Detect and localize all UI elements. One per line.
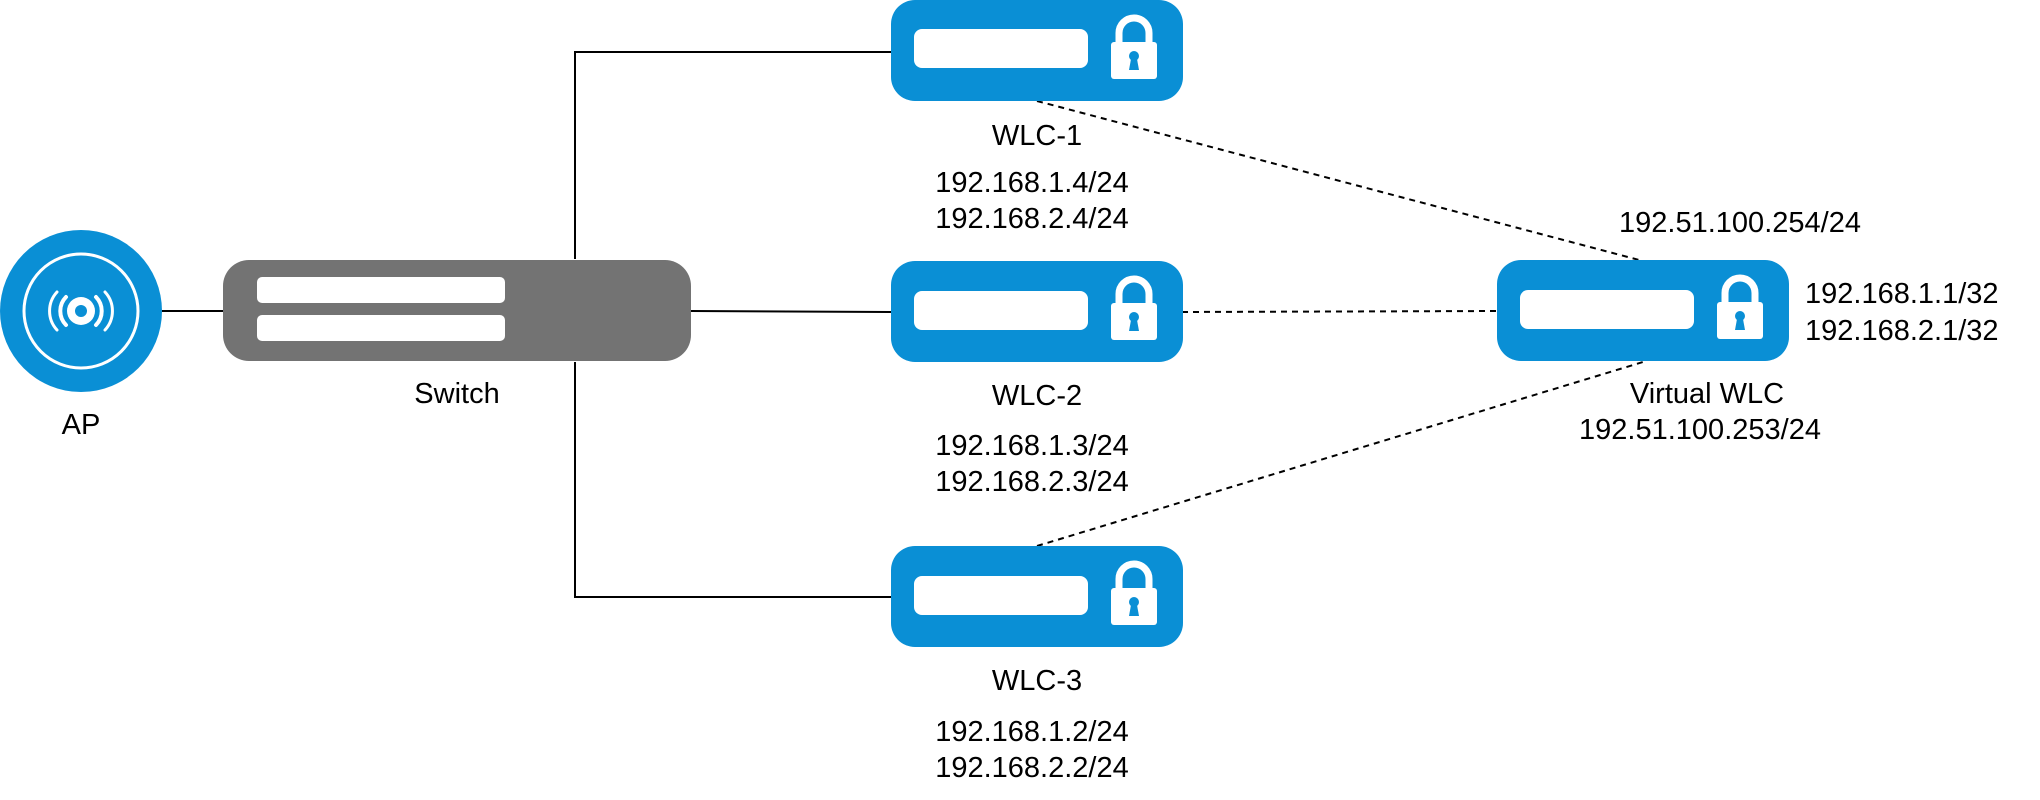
wlc-1-ip-1: 192.168.1.4/24 bbox=[935, 167, 1129, 199]
vlink-wlc2-virtual bbox=[1181, 310, 1498, 313]
wlc-2-label: WLC-2 bbox=[992, 380, 1082, 412]
link-switch-wlc2 bbox=[690, 310, 892, 313]
lock-icon bbox=[1111, 275, 1157, 340]
ap-label: AP bbox=[62, 409, 101, 441]
wlc-2-ip-2: 192.168.2.3/24 bbox=[935, 466, 1129, 498]
link-switch-wlc1 bbox=[574, 51, 891, 259]
wlc-2[interactable] bbox=[891, 261, 1183, 362]
switch-port-bar bbox=[257, 277, 505, 303]
wlc-slot bbox=[914, 576, 1088, 615]
switch-label: Switch bbox=[414, 378, 499, 410]
lock-icon bbox=[1111, 560, 1157, 625]
access-point[interactable] bbox=[0, 230, 162, 392]
wlc-1-label: WLC-1 bbox=[992, 120, 1082, 152]
switch[interactable] bbox=[223, 260, 691, 361]
link-switch-wlc3 bbox=[574, 362, 891, 598]
wlc-3[interactable] bbox=[891, 546, 1183, 647]
wlc-3-ip-2: 192.168.2.2/24 bbox=[935, 752, 1129, 784]
virtual-wlc-ip-bottom: 192.51.100.253/24 bbox=[1579, 414, 1821, 446]
virtual-wlc-ip-right-2: 192.168.2.1/32 bbox=[1805, 315, 1999, 347]
switch-port-bar bbox=[257, 315, 505, 341]
physical-links bbox=[162, 51, 892, 598]
lock-icon bbox=[1717, 274, 1763, 339]
vlink-wlc1-virtual bbox=[1036, 100, 1644, 262]
wlc-slot bbox=[914, 291, 1088, 330]
virtual-wlc-label: Virtual WLC bbox=[1630, 378, 1784, 410]
wlc-1[interactable] bbox=[891, 0, 1183, 101]
virtual-wlc-ip-top: 192.51.100.254/24 bbox=[1619, 207, 1861, 239]
access-point-icon bbox=[48, 290, 114, 332]
wlc-3-ip-1: 192.168.1.2/24 bbox=[935, 716, 1129, 748]
virtual-links bbox=[1036, 100, 1644, 547]
virtual-wlc[interactable] bbox=[1497, 260, 1789, 361]
wlc-1-ip-2: 192.168.2.4/24 bbox=[935, 203, 1129, 235]
virtual-wlc-ip-right-1: 192.168.1.1/32 bbox=[1805, 278, 1999, 310]
wlc-2-ip-1: 192.168.1.3/24 bbox=[935, 430, 1129, 462]
wlc-slot bbox=[1520, 290, 1694, 329]
wlc-3-label: WLC-3 bbox=[992, 665, 1082, 697]
wlc-slot bbox=[914, 29, 1088, 68]
lock-icon bbox=[1111, 14, 1157, 79]
